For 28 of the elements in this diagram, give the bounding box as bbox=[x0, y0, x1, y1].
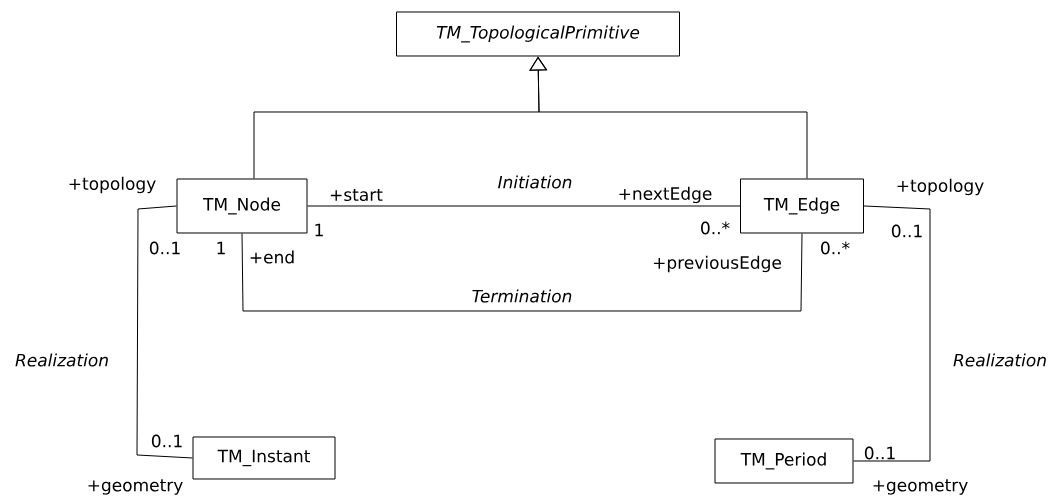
association-name: Termination bbox=[470, 288, 574, 304]
role-label: 0..1 bbox=[864, 446, 895, 460]
role-label: +geometry bbox=[873, 479, 968, 495]
association-line bbox=[136, 205, 193, 459]
class-box: TM_Period bbox=[714, 438, 854, 484]
class-box: TM_Edge bbox=[740, 178, 864, 234]
role-label: 1 bbox=[315, 223, 323, 237]
role-label: +nextEdge bbox=[619, 186, 712, 204]
association-name: Initiation bbox=[496, 174, 574, 190]
association-line bbox=[307, 205, 741, 207]
association-line bbox=[853, 205, 931, 462]
role-label: +start bbox=[330, 188, 383, 202]
class-box: TM_Instant bbox=[192, 436, 336, 480]
association-name: Realization bbox=[952, 352, 1048, 368]
role-label: 0..1 bbox=[149, 241, 180, 255]
role-label: +end bbox=[250, 250, 294, 264]
role-label: +topology bbox=[897, 178, 984, 196]
role-label: +topology bbox=[69, 176, 156, 194]
association-name: Realization bbox=[14, 352, 111, 368]
association-line bbox=[241, 233, 803, 312]
role-label: +previousEdge bbox=[653, 255, 781, 273]
role-label: 0..* bbox=[701, 221, 730, 235]
generalization-arrow bbox=[529, 56, 808, 179]
class-box: TM_Node bbox=[176, 178, 308, 234]
role-label: 0..1 bbox=[891, 224, 922, 238]
class-box: TM_TopologicalPrimitive bbox=[396, 11, 680, 57]
role-label: +geometry bbox=[88, 479, 183, 495]
role-label: 0..1 bbox=[151, 434, 182, 448]
